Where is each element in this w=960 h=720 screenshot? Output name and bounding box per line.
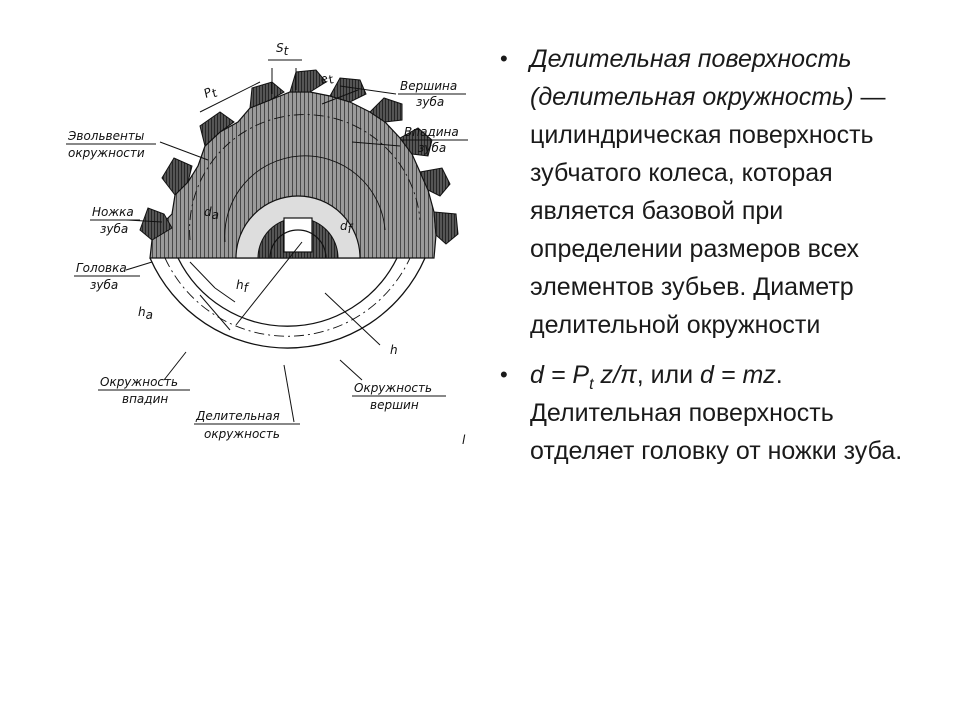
label-golovka-1: Головка bbox=[76, 261, 127, 275]
label-nozhka-2: зуба bbox=[100, 222, 128, 236]
label-delit-okr-1: Делительная bbox=[195, 409, 280, 423]
bullet-1-term: Делительная поверхность (делительная окр… bbox=[530, 45, 854, 111]
gear-diagram: St Pt et Вершина зуба Впадина зуба Эволь… bbox=[40, 30, 480, 460]
label-delit-okr-2: окружность bbox=[204, 427, 280, 441]
label-vpadina-2: зуба bbox=[418, 141, 446, 155]
pitch-circle bbox=[164, 257, 411, 337]
bullet-1-text: — цилиндрическая поверхность зубчатого к… bbox=[530, 83, 886, 339]
bullet-2: • d = Pt z/π, или d = mz. Делительная по… bbox=[490, 356, 920, 470]
bullet-dot: • bbox=[500, 362, 508, 387]
label-h-f: hf bbox=[236, 278, 250, 295]
root-circle bbox=[177, 257, 398, 327]
label-p-t: Pt bbox=[202, 83, 221, 104]
formula-eq: = bbox=[543, 361, 573, 389]
formula-d2: d bbox=[700, 361, 714, 389]
figure-labels: St Pt et Вершина зуба Впадина зуба Эволь… bbox=[67, 41, 466, 447]
label-vershina-1: Вершина bbox=[400, 79, 457, 93]
bullet-2-text: Делительная поверхность отделяет головку… bbox=[530, 399, 903, 465]
label-okr-vershin-2: вершин bbox=[370, 398, 419, 412]
label-d-a: da bbox=[204, 205, 219, 222]
label-okr-vpadin-1: Окружность bbox=[100, 375, 178, 389]
label-evolventy-2: окружности bbox=[68, 146, 145, 160]
formula-p: P bbox=[572, 361, 590, 389]
bullet-dot: • bbox=[500, 46, 508, 71]
label-nozhka-1: Ножка bbox=[92, 205, 134, 219]
label-e-t: et bbox=[318, 69, 336, 90]
bullet-list: • Делительная поверхность (делительная о… bbox=[490, 40, 920, 482]
reference-circles bbox=[149, 257, 426, 349]
formula-d: d bbox=[530, 361, 544, 389]
label-vpadina-1: Впадина bbox=[404, 125, 459, 139]
label-h-a: ha bbox=[138, 305, 153, 322]
label-d-f: df bbox=[340, 219, 354, 236]
label-okr-vpadin-2: впадин bbox=[122, 392, 168, 406]
formula-z: z/π bbox=[593, 361, 637, 389]
label-evolventy-1: Эвольвенты bbox=[67, 129, 144, 143]
gear-body bbox=[139, 69, 459, 259]
formula-eq2: = mz bbox=[713, 361, 776, 389]
label-vershina-2: зуба bbox=[416, 95, 444, 109]
label-okr-vershin-1: Окружность bbox=[354, 381, 432, 395]
label-h: h bbox=[390, 343, 398, 357]
leader-lines bbox=[125, 85, 401, 423]
gear-diagram-svg: St Pt et Вершина зуба Впадина зуба Эволь… bbox=[66, 41, 468, 447]
label-s-t: St bbox=[276, 41, 290, 58]
formula-p-sub: t bbox=[589, 376, 594, 393]
tip-circle bbox=[149, 257, 426, 349]
label-golovka-2: зуба bbox=[90, 278, 118, 292]
dimension-lines bbox=[189, 59, 381, 346]
bullet-1: • Делительная поверхность (делительная о… bbox=[490, 40, 920, 344]
label-underlines bbox=[66, 93, 468, 425]
formula-dot: . bbox=[775, 361, 783, 389]
formula-or: , или bbox=[636, 361, 701, 389]
label-mark: l bbox=[462, 433, 466, 447]
